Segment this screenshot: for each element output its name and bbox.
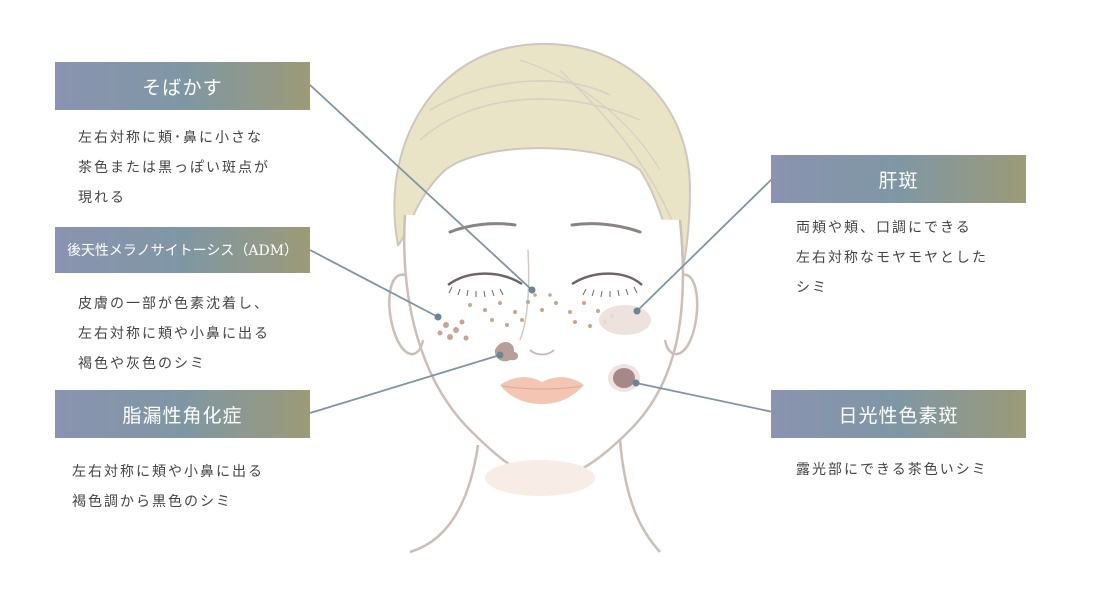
freckles xyxy=(468,293,614,328)
desc-line: 現れる xyxy=(78,190,126,206)
desc-seborrheic: 左右対称に頬や小鼻に出る 褐色調から黒色のシミ xyxy=(72,457,264,517)
desc-line: 左右対称に頬や小鼻に出る xyxy=(72,464,264,480)
desc-line: 左右対称に頬や小鼻に出る xyxy=(78,326,270,342)
desc-line: 左右対称なモヤモヤとした xyxy=(796,250,988,266)
desc-line: シミ xyxy=(796,280,828,296)
right-ear xyxy=(663,273,699,356)
desc-adm: 皮膚の一部が色素沈着し、 左右対称に頬や小鼻に出る 褐色や灰色のシミ xyxy=(78,289,270,379)
melasma-patch xyxy=(599,305,651,335)
right-eyebrow xyxy=(570,222,642,234)
label-adm: 後天性メラノサイトーシス（ADM） xyxy=(55,227,310,273)
face-outline xyxy=(403,214,685,480)
label-sobakasu: そばかす xyxy=(55,62,310,110)
desc-melasma: 両頬や頬、口調にできる 左右対称なモヤモヤとした シミ xyxy=(796,213,988,303)
desc-line: 左右対称に頬･鼻に小さな xyxy=(78,130,263,146)
adm-spots xyxy=(437,319,469,341)
desc-line: 褐色や灰色のシミ xyxy=(78,356,206,372)
right-eye xyxy=(571,272,643,286)
desc-sobakasu: 左右対称に頬･鼻に小さな 茶色または黒っぽい斑点が 現れる xyxy=(78,123,270,213)
left-eyebrow xyxy=(448,222,517,234)
lips xyxy=(500,377,584,404)
connector-lines xyxy=(309,84,774,414)
desc-line: 褐色調から黒色のシミ xyxy=(72,494,232,510)
label-seborrheic: 脂漏性角化症 xyxy=(55,390,310,438)
connector-dots xyxy=(434,286,641,387)
desc-line: 茶色または黒っぽい斑点が xyxy=(78,160,270,176)
label-melasma: 肝斑 xyxy=(771,155,1026,203)
desc-line: 露光部にできる茶色いシミ xyxy=(796,462,988,478)
label-solar: 日光性色素斑 xyxy=(771,390,1026,438)
solar-spot xyxy=(613,368,635,388)
desc-solar: 露光部にできる茶色いシミ xyxy=(796,455,988,485)
left-ear xyxy=(388,273,425,356)
neck xyxy=(409,444,480,554)
desc-line: 両頬や頬、口調にできる xyxy=(796,220,972,236)
desc-line: 皮膚の一部が色素沈着し、 xyxy=(78,296,270,312)
left-eye xyxy=(447,272,523,287)
